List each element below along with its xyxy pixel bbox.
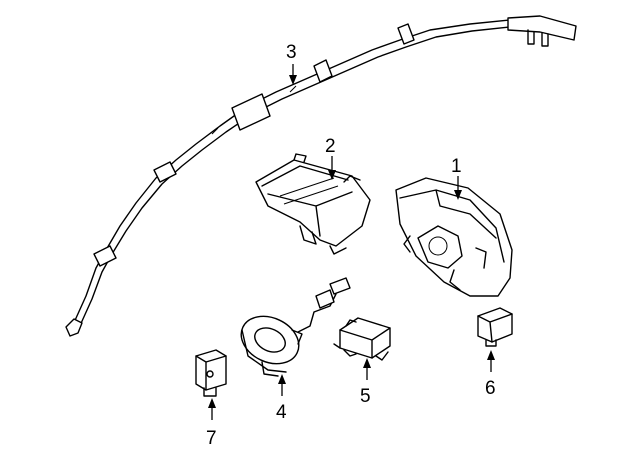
callout-4: 4 <box>276 402 287 423</box>
callout-2: 2 <box>325 136 336 157</box>
callout-arrows <box>208 64 495 420</box>
part-4-clock-spring[interactable] <box>234 277 351 377</box>
callout-3: 3 <box>286 42 297 63</box>
callout-1: 1 <box>451 156 462 177</box>
callout-7: 7 <box>206 428 217 449</box>
callout-6: 6 <box>485 378 496 399</box>
part-5-control-module[interactable] <box>333 317 391 361</box>
part-3-curtain-airbag[interactable] <box>65 15 577 337</box>
part-7-sensor[interactable] <box>195 349 227 397</box>
part-1-driver-airbag[interactable] <box>395 177 513 297</box>
part-6-sensor[interactable] <box>477 307 513 347</box>
callout-5: 5 <box>360 386 371 407</box>
part-2-passenger-airbag[interactable] <box>255 153 371 255</box>
